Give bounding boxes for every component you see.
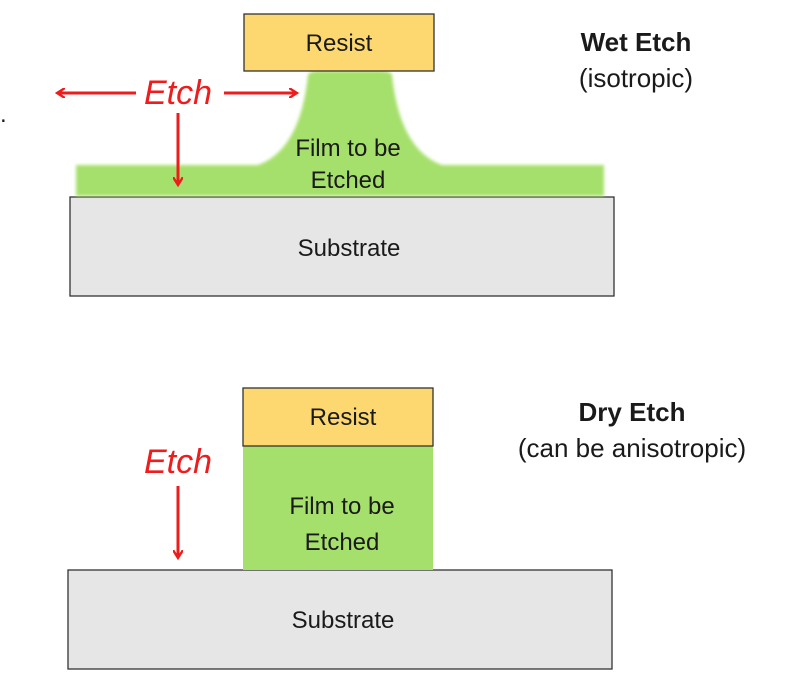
wet-etch-title: Wet Etch [581,27,692,57]
wet-etch-subtitle: (isotropic) [579,63,693,93]
wet-substrate [69,196,615,297]
wet-etch-diagram: Substrate Film to be Etched Resist Etch … [58,13,693,297]
dry-substrate-label: Substrate [292,607,395,634]
dry-substrate [67,569,613,670]
wet-film-label-line1: Film to be [295,135,400,162]
dry-resist [242,387,434,447]
stray-mark: . [0,101,7,128]
dry-resist-label: Resist [310,404,377,431]
wet-film [76,71,604,196]
dry-etch-title: Dry Etch [579,397,686,427]
dry-etch-diagram: Substrate Film to be Etched Resist Etch … [67,387,746,670]
dry-etch-label: Etch [144,443,212,481]
dry-film-label-line1: Film to be [289,493,394,520]
dry-etch-subtitle: (can be anisotropic) [518,433,746,463]
wet-resist [243,13,435,72]
wet-etch-label: Etch [144,74,212,112]
wet-substrate-label: Substrate [298,235,401,262]
dry-film-label-line2: Etched [305,529,380,556]
wet-film-label-line2: Etched [311,167,386,194]
wet-resist-label: Resist [306,30,373,57]
dry-film [243,446,433,570]
